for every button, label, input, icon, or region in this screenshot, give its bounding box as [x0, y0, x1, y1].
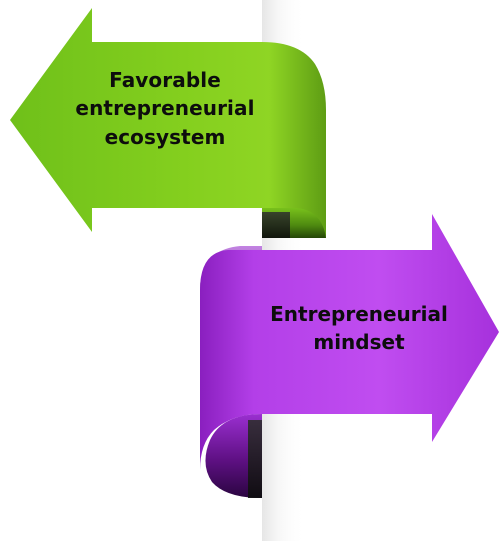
left-arrow-label: Favorable entrepreneurial ecosystem	[58, 66, 272, 151]
green-arrow-shape	[10, 8, 326, 238]
purple-ribbon-bottom-fold	[205, 414, 262, 498]
left-arrow-label-line-1: Favorable	[109, 68, 221, 92]
purple-ribbon-shadow	[248, 420, 262, 498]
right-arrow-label: Entrepreneurial mindset	[246, 300, 472, 357]
green-ribbon-shadow	[262, 212, 290, 238]
left-arrow-label-line-2: entrepreneurial	[75, 96, 255, 121]
right-arrow-label-line-1: Entrepreneurial	[270, 302, 448, 326]
purple-arrow-shape	[200, 214, 499, 470]
left-arrow-label-line-3: ecosystem	[104, 124, 226, 149]
right-arrow-label-line-2: mindset	[313, 330, 405, 355]
